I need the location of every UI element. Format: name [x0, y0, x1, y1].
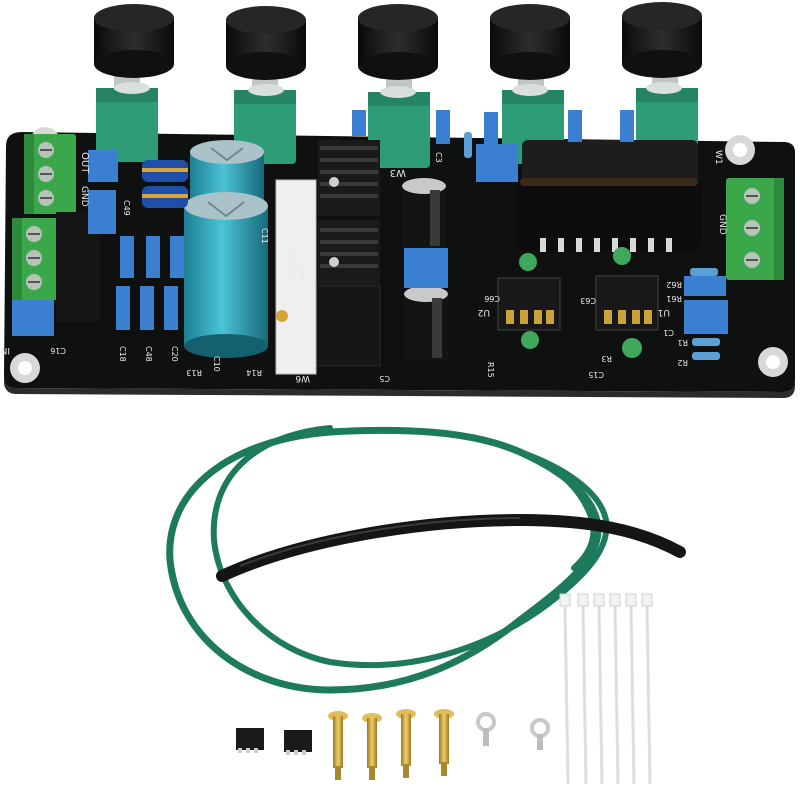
label-c63: C63 [580, 296, 596, 305]
label-r62: R62 [666, 280, 682, 289]
spare-chip-2 [284, 730, 312, 755]
ic-socket-u1 [595, 275, 659, 331]
screw-terminal-output [24, 134, 76, 214]
label-gnd-left: GND [79, 186, 89, 207]
label-u2: U2 [478, 307, 490, 317]
heatsink-1 [318, 140, 380, 216]
label-r61: R61 [666, 294, 682, 303]
label-c48: C48 [144, 346, 153, 362]
label-w6: W6 [295, 373, 310, 383]
label-c18: C18 [118, 346, 127, 362]
label-r14: R14 [246, 368, 262, 377]
potentiometer-2 [226, 6, 306, 164]
film-capacitors [12, 110, 728, 336]
label-w1: W1 [713, 150, 723, 165]
ceramic-capacitors [519, 247, 642, 358]
mounting-hole-icon [10, 353, 40, 383]
label-r13: R13 [186, 368, 202, 377]
mounting-hole-icon [758, 347, 788, 377]
silkscreen-labels: OUT GND GND IN W3 W1 W6 U2 U1 R1 R2 R3 R… [1, 150, 727, 383]
capacitor-small-blue [142, 160, 188, 208]
capacitor-black-1 [402, 178, 446, 248]
cable-ties [559, 593, 653, 785]
capacitor-large-2 [184, 192, 268, 358]
label-c20: C20 [170, 346, 179, 362]
screw-terminal-input [12, 218, 62, 300]
label-gnd-right: GND [717, 214, 727, 235]
brass-standoff-3 [396, 709, 416, 778]
trimmer-text-2: REV.UD [299, 245, 309, 278]
green-ground-wire [166, 425, 610, 694]
ring-terminal-2 [530, 718, 550, 750]
label-r1: R1 [677, 338, 688, 347]
label-c16: C16 [50, 346, 66, 355]
label-c15: C15 [588, 370, 604, 379]
brass-standoff-2 [362, 713, 382, 780]
label-c66: C66 [484, 294, 500, 303]
heat-shrink-tube [216, 513, 686, 582]
screw-terminal-power [726, 178, 784, 280]
label-c10: C10 [212, 356, 221, 372]
label-r3: R3 [601, 354, 612, 363]
trimmer-potentiometer: 6.7M2K REV.UD [275, 179, 317, 375]
ring-terminal-1 [476, 712, 496, 746]
brass-standoff-4 [434, 709, 454, 776]
spare-chip-1 [236, 728, 264, 753]
label-u1: U1 [658, 307, 670, 317]
label-c49: C49 [122, 200, 131, 216]
label-r2: R2 [677, 358, 688, 367]
label-c1: C1 [663, 328, 674, 337]
label-c5: C5 [379, 374, 390, 383]
label-out: OUT [79, 152, 90, 174]
voltage-regulator [315, 285, 381, 367]
potentiometer-3 [358, 4, 438, 168]
trimmer-text-1: 6.7M2K [289, 243, 299, 278]
label-r15: R15 [486, 362, 495, 378]
mounting-hole-icon [725, 135, 755, 165]
ic-socket-u2 [497, 277, 561, 331]
resistors [464, 132, 720, 360]
capacitor-black-2 [404, 286, 448, 360]
label-in: IN [1, 345, 10, 355]
label-c3: C3 [434, 152, 443, 163]
label-c11: C11 [260, 228, 269, 244]
heatsink-2 [318, 220, 380, 286]
brass-standoff-1 [328, 711, 348, 780]
ic-chip-large [516, 140, 702, 252]
potentiometer-1 [94, 4, 174, 162]
label-w3: W3 [390, 167, 406, 178]
